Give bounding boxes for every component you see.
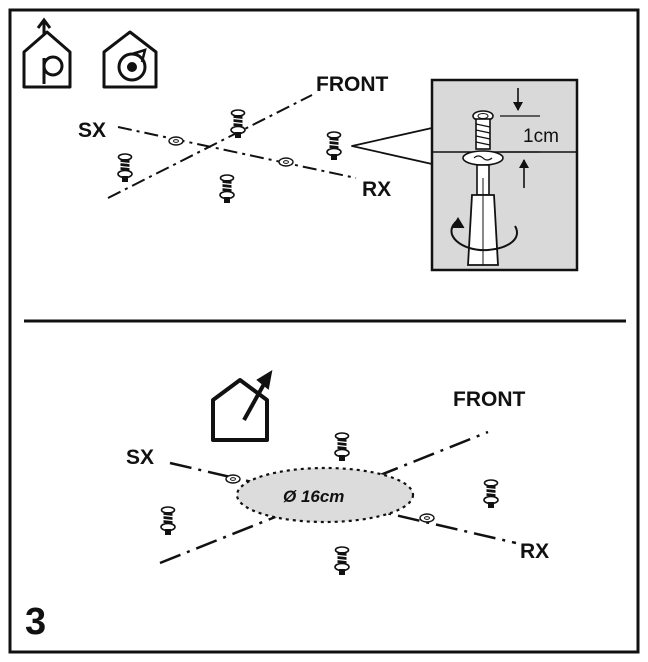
diagram-frame [8,8,640,654]
bottom-screw-3 [160,506,176,536]
top-sx-label: SX [78,119,106,142]
hole-outline [235,466,415,524]
detail-callout-pointer [351,127,433,165]
top-screw-4 [326,131,342,161]
detail-box: 1cm [430,78,579,272]
detail-measure-label: 1cm [523,126,559,147]
bottom-washer-sx [225,474,241,484]
top-front-label: FRONT [316,73,388,96]
recirculation-icon [102,30,158,89]
top-screw-2 [117,153,133,183]
bottom-rx-label: RX [520,540,549,563]
bottom-washer-rx [419,513,435,523]
step-number: 3 [25,601,46,643]
bottom-screw-4 [334,546,350,576]
duct-out-icon [22,17,72,89]
top-axis-lines [107,94,357,199]
bottom-front-label: FRONT [453,388,525,411]
bottom-sx-label: SX [126,446,154,469]
top-screw-3 [219,174,235,204]
duct-out-icon-bottom [211,369,273,442]
hole-diameter-label: Ø 16cm [283,487,344,506]
top-rx-label: RX [362,178,391,201]
bottom-screw-1 [334,432,350,462]
bottom-screw-2 [483,479,499,509]
top-washer-sx [168,136,184,146]
top-washer-rx [278,157,294,167]
